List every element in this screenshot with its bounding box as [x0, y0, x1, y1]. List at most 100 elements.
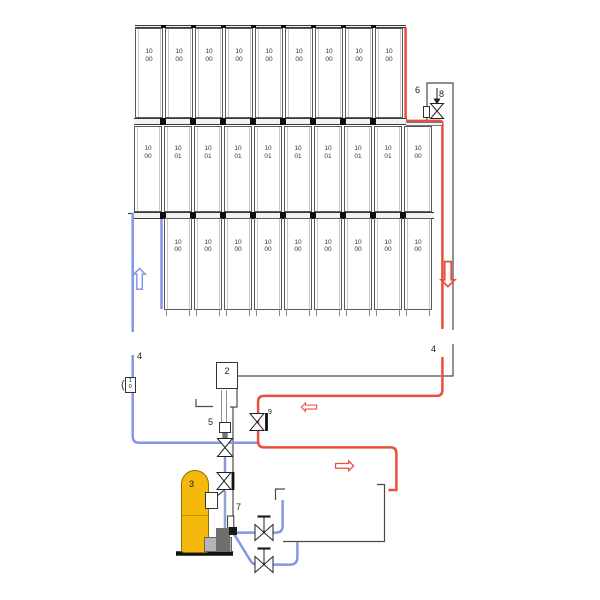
air-vent-valve-8-icon: [429, 88, 445, 119]
flow-up-arrow-icon: ⇧: [127, 264, 153, 297]
return-gate-valve-lower-icon: [254, 547, 274, 574]
panel-junction-tick: [370, 211, 376, 219]
panel-junction-tick: [311, 24, 316, 29]
collector-sensor-6-icon: [423, 106, 430, 118]
panel-foot: [399, 309, 400, 316]
sensor-10: ( 1 0: [121, 377, 136, 393]
panel-junction-tick: [370, 117, 376, 125]
tank-connector-box: [205, 492, 218, 509]
frame-lines: [128, 82, 454, 543]
controller-label: 2: [224, 366, 230, 376]
panel-junction-tick: [310, 117, 316, 125]
collector-separator-1-extension: [406, 122, 442, 126]
label-7-sensor: 7: [236, 502, 242, 512]
label-8-air-vent: 8: [439, 89, 445, 99]
panel-junction-tick: [191, 24, 196, 29]
panel-junction-tick: [251, 24, 256, 29]
sensor-10-bracket-icon: (: [121, 379, 125, 391]
panel-foot: [346, 309, 347, 316]
panel-junction-tick: [160, 211, 166, 219]
flow-down-arrow-icon: ⇩: [432, 254, 464, 295]
panel-junction-tick: [340, 117, 346, 125]
panel-junction-tick: [280, 211, 286, 219]
pump-icon: [216, 528, 230, 552]
panel-junction-tick: [220, 117, 226, 125]
valve-9-icon: [248, 413, 268, 431]
panel-foot: [429, 309, 430, 316]
return-gate-valve-upper-icon: [254, 515, 274, 542]
flow-right-arrow-icon: ⇨: [334, 450, 356, 480]
panel-junction-tick: [160, 117, 166, 125]
panel-junction-tick: [190, 117, 196, 125]
panel-foot: [309, 309, 310, 316]
panel-foot: [256, 309, 257, 316]
label-5-fitting: 5: [208, 417, 214, 427]
panel-junction-tick: [221, 24, 226, 29]
panel-foot: [249, 309, 250, 316]
panel-foot: [189, 309, 190, 316]
panel-foot: [196, 309, 197, 316]
panel-junction-tick: [220, 211, 226, 219]
panel-junction-tick: [400, 211, 406, 219]
panel-foot: [316, 309, 317, 316]
panel-foot: [339, 309, 340, 316]
label-3-expansion-tank: 3: [189, 479, 195, 489]
sensor-10-box: 1 0: [124, 377, 136, 393]
panel-foot: [226, 309, 227, 316]
collector-top-header: [135, 24, 406, 29]
panel-junction-tick: [341, 24, 346, 29]
controller-box: 2: [216, 362, 238, 389]
panel-junction-tick: [190, 211, 196, 219]
panel-junction-tick: [250, 211, 256, 219]
panel-foot: [286, 309, 287, 316]
panel-foot: [376, 309, 377, 316]
pump-outlet-junction: [229, 527, 237, 535]
panel-foot: [219, 309, 220, 316]
panel-junction-tick: [371, 24, 376, 29]
tank-seam: [182, 515, 208, 516]
cold-pipe: [131, 213, 299, 566]
panel-foot: [406, 309, 407, 316]
